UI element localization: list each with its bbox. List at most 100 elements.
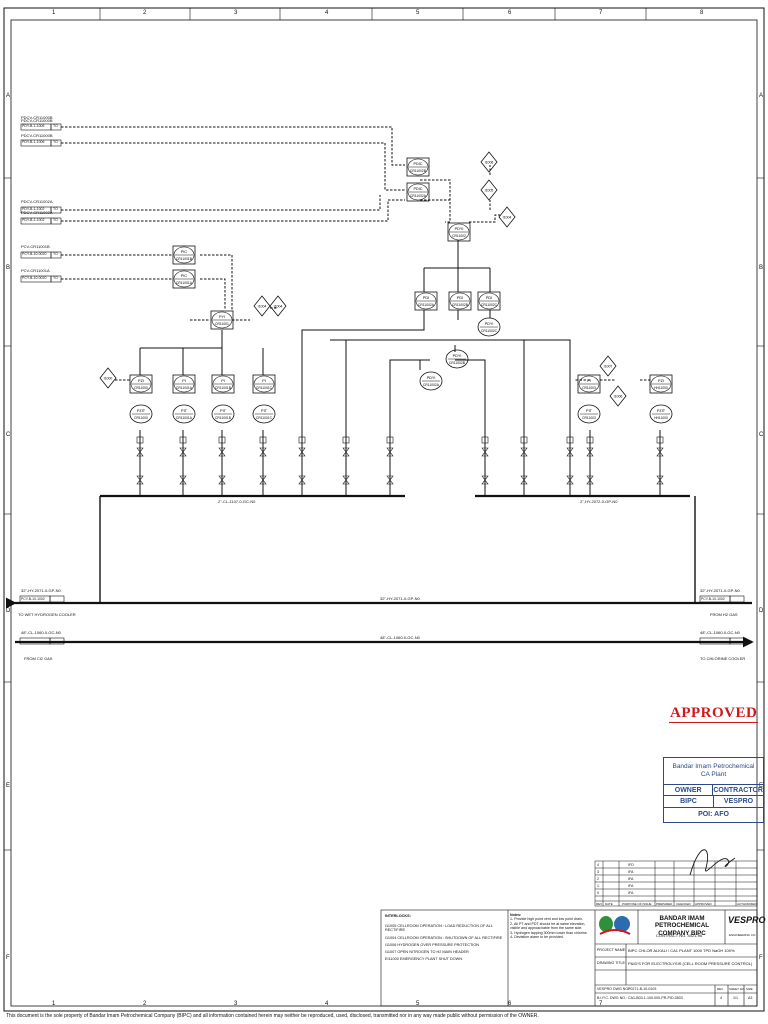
signal-tag-text: PDY-B-1-1002	[22, 207, 45, 211]
approved-stamp: APPROVED	[669, 705, 759, 723]
svg-text:48"-CL-1060-0-GC-N0: 48"-CL-1060-0-GC-N0	[21, 630, 62, 635]
bipc-no-label: B.I.P.C. DWG NO.:	[597, 996, 628, 1000]
rev-purpose: IFD	[628, 863, 634, 867]
vespro-no-label: VESPRO DWG NO.:	[597, 987, 631, 991]
grid-col-3: 3	[234, 10, 238, 16]
vespro-logo: VESPRO	[728, 915, 766, 925]
valve-symbol	[566, 447, 574, 457]
valve-symbol	[298, 447, 306, 457]
ownership-footer: This document is the sole property of Ba…	[6, 1013, 539, 1019]
instrument-function: PI	[221, 379, 225, 383]
rev-label: REV.	[717, 987, 724, 991]
rev-purpose: IFA	[628, 884, 634, 888]
contractor-label: CONTRACTOR	[713, 786, 763, 794]
instrument-function: PZIT	[137, 409, 146, 413]
vespro-sub: ENGINEERING CO.	[729, 933, 757, 937]
diamond-label: I1007	[604, 365, 613, 369]
contract-no: CONTRACT NO. 4021-96	[656, 933, 703, 938]
valve-symbol	[179, 475, 187, 485]
grid-col-1: 1	[52, 10, 56, 16]
rev-purpose: IFA	[628, 870, 634, 874]
instrument-loop: CR11002B	[452, 303, 469, 307]
rev-header: CHECKED	[676, 902, 691, 906]
diamond-label: I1006	[485, 161, 494, 165]
signal-title: PDCV-CR11002A	[21, 210, 53, 215]
interlock-diamond: I1007	[599, 355, 617, 377]
notes-block: Notes: 1- Provide high point vent and lo…	[510, 913, 593, 940]
signal-to: TO	[53, 207, 58, 211]
transmitter-block	[342, 436, 350, 444]
rev-number: 0	[597, 891, 599, 895]
instrument-bubbles: PDICCR11002BPDICCR11002APDYICR11002PICCR…	[129, 157, 673, 424]
rev-header: DATE	[605, 902, 613, 906]
interlocks-heading: INTERLOCKS:	[385, 914, 411, 918]
instrument-function: PZIT	[657, 409, 666, 413]
interlock-item: I11004 CELLROOM OPERATION : SHUTDOWN OF …	[385, 935, 503, 940]
grid-col-3-bottom: 3	[234, 1001, 238, 1007]
signal-title: PCV-CR11001B	[21, 244, 50, 249]
valve-symbol	[342, 447, 350, 457]
diamond-label: I1005	[485, 189, 494, 193]
instrument-function: PDYI	[427, 376, 436, 380]
instrument-function: PDYI	[455, 227, 464, 231]
instrument-function: PDI	[486, 296, 492, 300]
transmitter-block	[218, 436, 226, 444]
interlock-item: I11005 CELLROOM OPERATION : LOAD REDUCTI…	[385, 923, 493, 933]
transmitter-block	[298, 436, 306, 444]
instrument-loop: CR11001C	[256, 386, 273, 390]
signal-tag-text: PDY-B-1-1006	[22, 124, 45, 128]
rev-number: 3	[597, 870, 599, 874]
interlock-diamond: I1006	[480, 151, 498, 173]
grid-row-a-right: A	[759, 93, 764, 99]
svg-text:TO CHLORINE COOLER: TO CHLORINE COOLER	[700, 656, 745, 661]
instrument-loop: HH11000	[654, 386, 668, 390]
instrument-loop: CR11000	[134, 416, 148, 420]
grid-row-b-right: B	[759, 265, 764, 271]
instrument-loop: CR11002B	[449, 361, 466, 365]
rev-value: 4	[720, 996, 722, 1000]
svg-text:2"-CL-1107-0-GC-N0: 2"-CL-1107-0-GC-N0	[218, 499, 256, 504]
size-value: A3	[748, 996, 753, 1000]
valve-symbol	[136, 447, 144, 457]
instrument-function: PIC	[181, 250, 188, 254]
sheet-label: SHEET NO.	[729, 987, 746, 991]
drawing-label: DRAWING TITLE:	[597, 961, 626, 965]
company-name: BANDAR IMAM PETROCHEMICAL COMPANY BIPC	[655, 915, 709, 937]
svg-text:2"-HY-2072-0-GP-N0: 2"-HY-2072-0-GP-N0	[580, 499, 618, 504]
impulse-lines	[115, 165, 652, 440]
instrument-loop: CR11002	[452, 234, 466, 238]
svg-text:PDCV-CR11000B: PDCV-CR11000B	[21, 118, 53, 123]
valve-symbol	[259, 447, 267, 457]
rev-number: 2	[597, 877, 599, 881]
rev-header: AUTHORIZED	[737, 902, 757, 906]
grid-row-f: F	[6, 955, 10, 961]
signal-to: TO	[53, 140, 58, 144]
drawing-border	[3, 7, 765, 1012]
note-item: 2- All PT and PDT should be at same elev…	[510, 921, 586, 931]
instrument-loop: CR11003	[582, 416, 596, 420]
valve-symbol	[259, 475, 267, 485]
signal-tag-text: PDY-B-1-1006	[22, 140, 45, 144]
size-label: SIZE	[746, 987, 753, 991]
grid-row-c: C	[6, 432, 11, 438]
svg-text:48"-CL-1060-0-GC-N0: 48"-CL-1060-0-GC-N0	[700, 630, 741, 635]
rev-header: APPROVED	[695, 902, 712, 906]
svg-text:32"-HY-2071-0-GP-N0: 32"-HY-2071-0-GP-N0	[380, 596, 421, 601]
valve-symbol	[342, 475, 350, 485]
interlock-diamond: I1006	[609, 385, 627, 407]
signal-title: PDCV-CR11000B	[21, 133, 53, 138]
hydrogen-tag: PCY-B-10-1002	[21, 597, 45, 601]
valve-symbol	[136, 475, 144, 485]
grid-col-7: 7	[599, 10, 603, 16]
grid-row-b: B	[6, 265, 11, 271]
instrument-function: PIT	[261, 409, 268, 413]
contractor-value: VESPRO	[723, 798, 754, 805]
